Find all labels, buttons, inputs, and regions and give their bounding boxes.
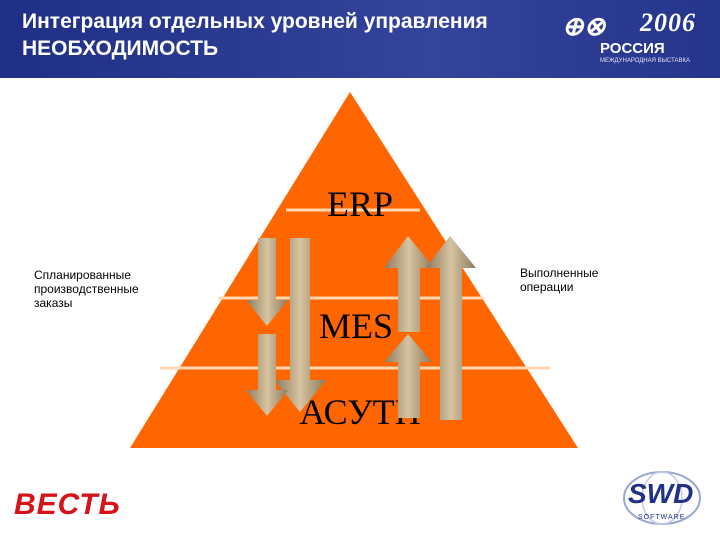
event-logo: ⊕⊗ 2006 РОССИЯ МЕЖДУНАРОДНАЯ ВЫСТАВКА — [560, 8, 720, 70]
note-completed-operations: Выполненные операции — [520, 266, 599, 294]
pyramid-shape — [130, 92, 578, 448]
swd-globe-icon — [623, 471, 701, 525]
event-logo-mark: ⊕⊗ — [562, 12, 606, 41]
slide-subtitle: НЕОБХОДИМОСТЬ — [22, 37, 219, 60]
swd-logo: SWD SOFTWARE — [612, 466, 712, 536]
note-planned-orders: Спланированные производственные заказы — [34, 268, 139, 310]
down-arrow-erp-to-asutp — [274, 238, 326, 412]
level-label-mes: MES — [319, 306, 393, 346]
event-logo-year: 2006 — [640, 8, 696, 37]
down-arrow-erp-to-mes — [246, 238, 288, 326]
slide-title: Интеграция отдельных уровней управления — [22, 10, 488, 33]
swd-logo-text: SWD — [628, 478, 694, 509]
up-arrow-asutp-to-mes — [384, 334, 432, 418]
swd-logo-subtext: SOFTWARE — [638, 514, 686, 521]
up-arrow-asutp-to-erp — [426, 236, 476, 420]
event-logo-country: РОССИЯ — [600, 40, 665, 57]
up-arrow-mes-to-erp — [384, 236, 434, 332]
down-arrow-mes-to-asutp — [246, 334, 288, 416]
event-logo-tagline: МЕЖДУНАРОДНАЯ ВЫСТАВКА — [600, 58, 691, 64]
vest-logo: ВЕСТЬ — [14, 488, 121, 521]
level-label-erp: ERP — [327, 184, 393, 224]
title-bar: Интеграция отдельных уровней управления … — [0, 0, 720, 78]
